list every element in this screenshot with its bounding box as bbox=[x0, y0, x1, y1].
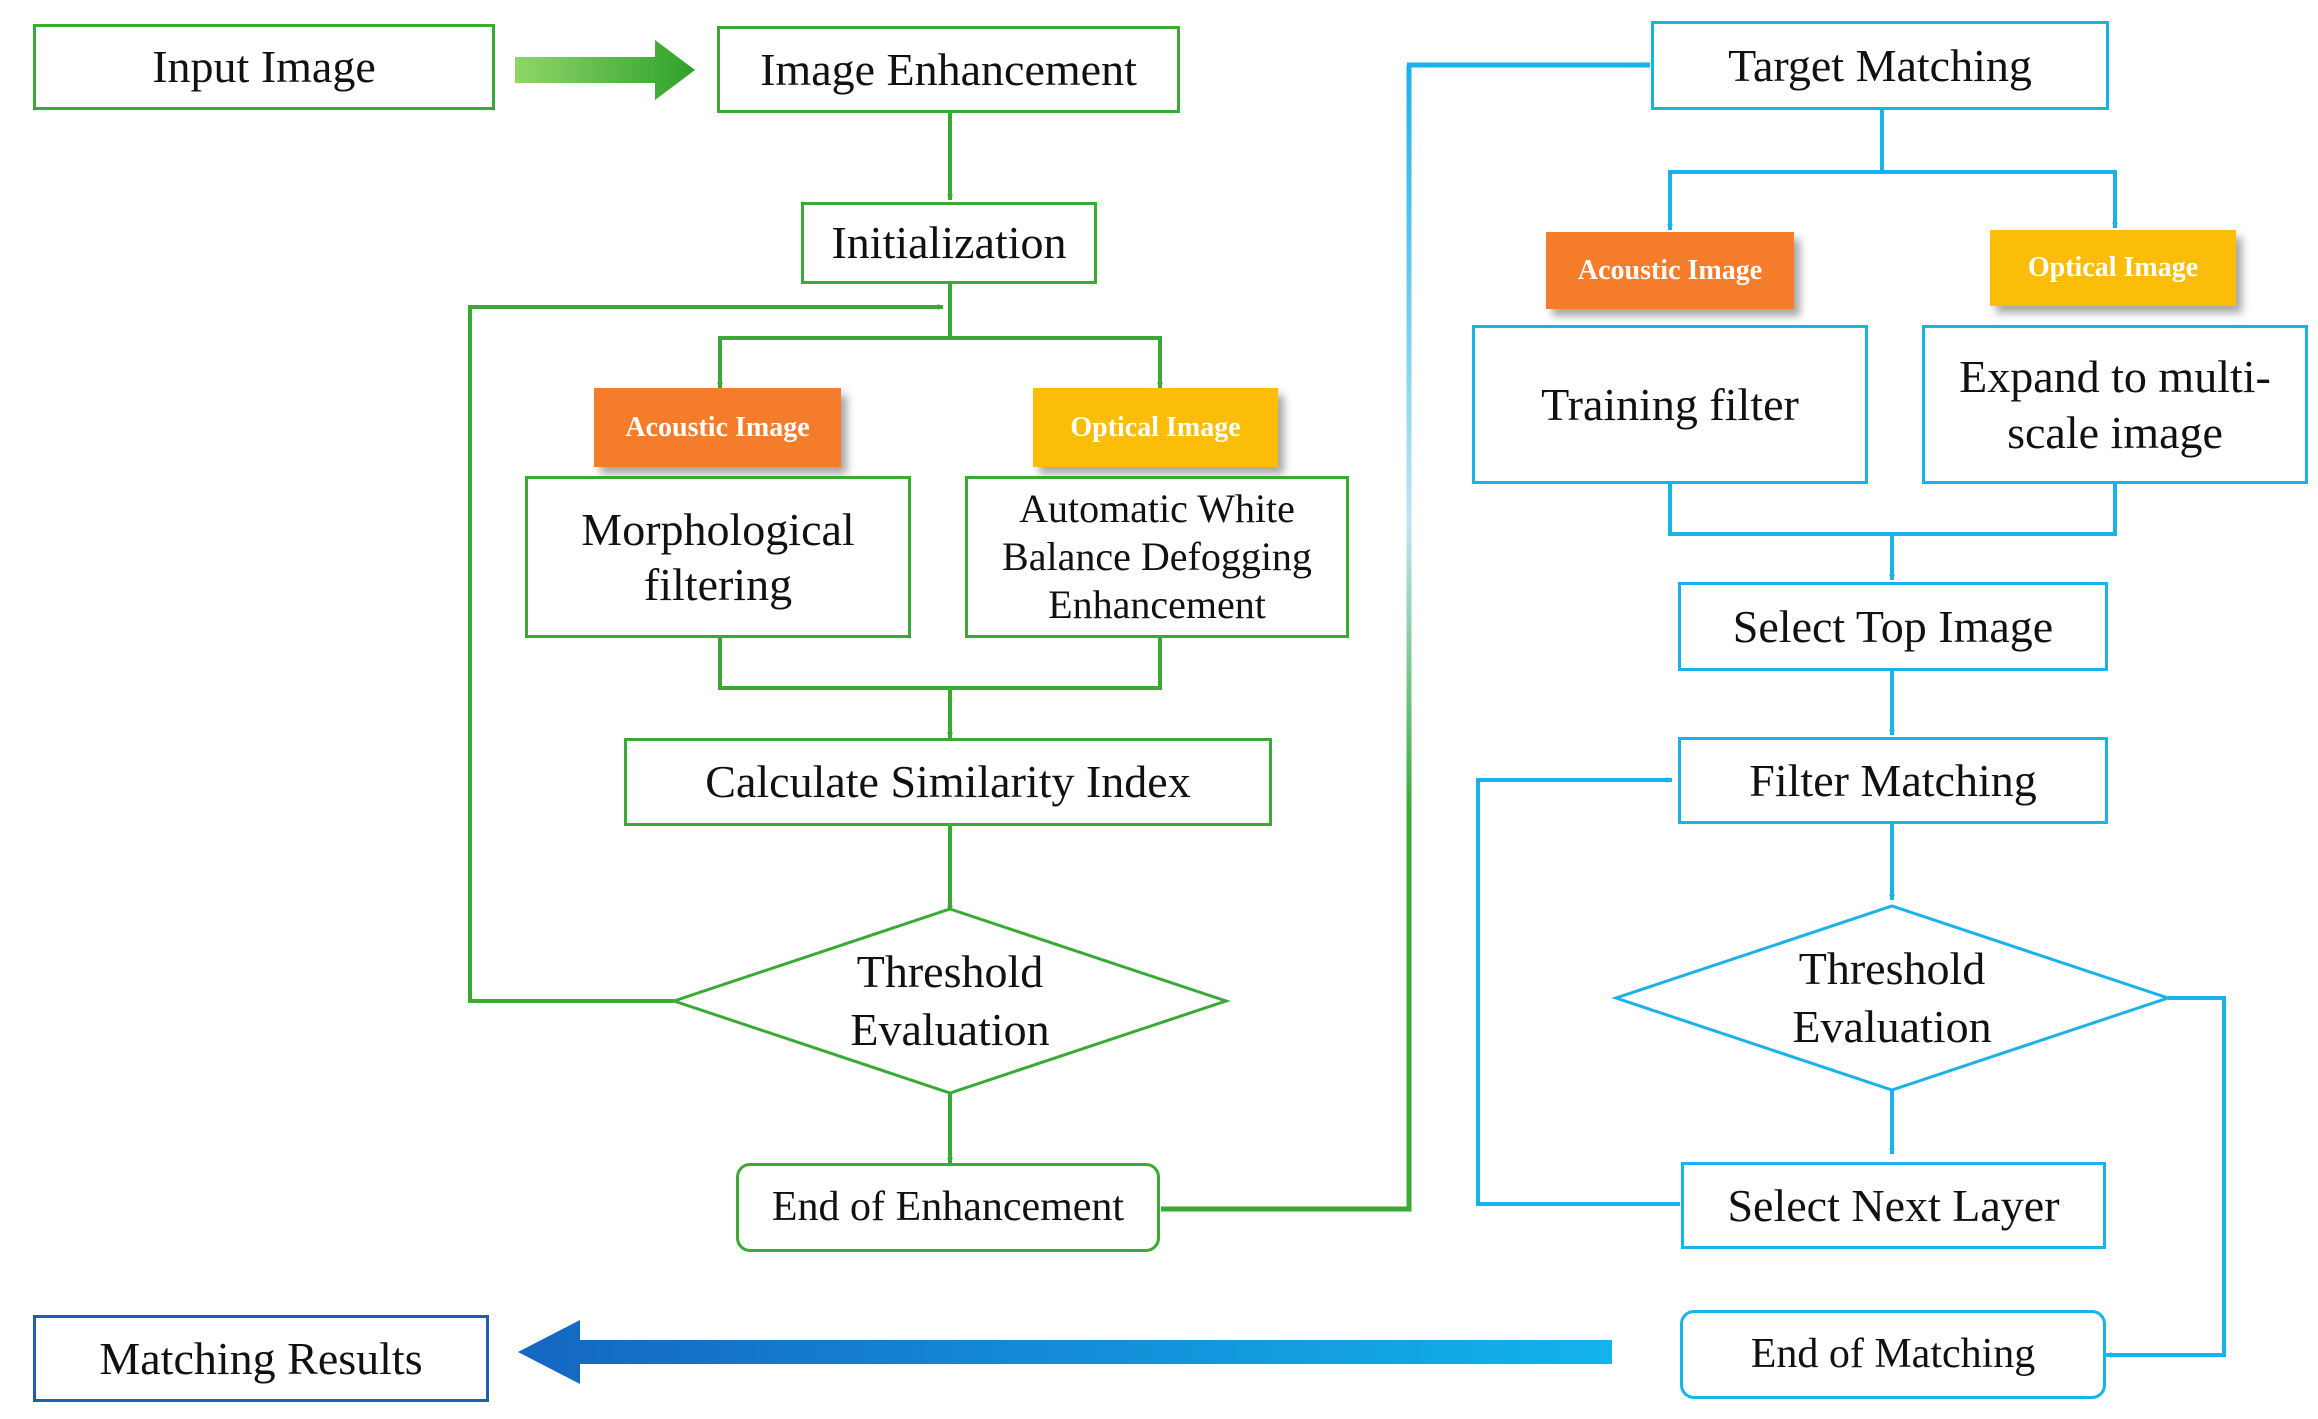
initialization-box: Initialization bbox=[801, 202, 1097, 284]
enhancement-threshold-diamond bbox=[669, 907, 1231, 1095]
matching-acoustic-tag: Acoustic Image bbox=[1546, 232, 1794, 309]
results-arrow bbox=[518, 1320, 1612, 1384]
expand-multiscale-box: Expand to multi-scale image bbox=[1922, 325, 2308, 484]
target-matching-box: Target Matching bbox=[1651, 21, 2109, 110]
morphological-filtering-box: Morphological filtering bbox=[525, 476, 911, 638]
training-filter-box: Training filter bbox=[1472, 325, 1868, 484]
input-image-box: Input Image bbox=[33, 24, 495, 110]
matching-optical-tag: Optical Image bbox=[1990, 230, 2236, 306]
end-of-matching-box: End of Matching bbox=[1680, 1310, 2106, 1399]
filter-matching-box: Filter Matching bbox=[1678, 737, 2108, 824]
calculate-similarity-box: Calculate Similarity Index bbox=[624, 738, 1272, 826]
enhancement-acoustic-tag: Acoustic Image bbox=[594, 388, 841, 467]
image-enhancement-box: Image Enhancement bbox=[717, 26, 1180, 113]
enhancement-optical-tag: Optical Image bbox=[1033, 388, 1278, 467]
end-of-enhancement-box: End of Enhancement bbox=[736, 1163, 1160, 1252]
matching-threshold-diamond bbox=[1611, 904, 2173, 1092]
select-next-layer-box: Select Next Layer bbox=[1681, 1162, 2106, 1249]
select-top-image-box: Select Top Image bbox=[1678, 582, 2108, 671]
enhancement-connectors bbox=[468, 112, 1163, 1164]
matching-connectors bbox=[1476, 110, 2226, 1358]
enhancement-threshold-label: Threshold Evaluation bbox=[850, 946, 1050, 1055]
auto-white-balance-box: Automatic White Balance Defogging Enhanc… bbox=[965, 476, 1349, 638]
matching-results-box: Matching Results bbox=[33, 1315, 489, 1402]
enhancement-to-matching-connector bbox=[1161, 65, 1412, 1212]
input-to-enhancement-arrow bbox=[515, 40, 695, 100]
matching-threshold-label: Threshold Evaluation bbox=[1792, 943, 1992, 1052]
